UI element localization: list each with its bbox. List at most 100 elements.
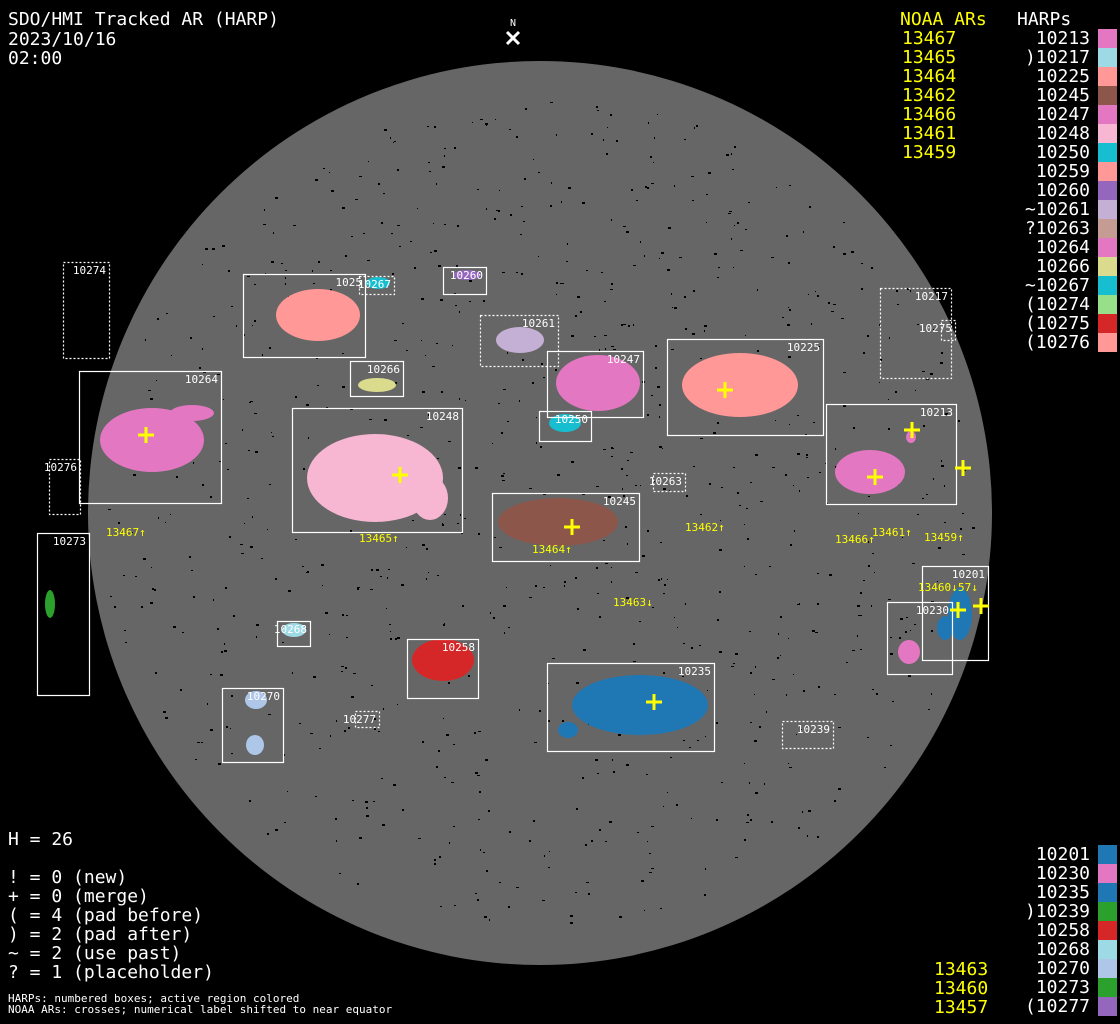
harp-box[interactable] [940,319,957,342]
speck [437,458,439,459]
harp-box[interactable] [921,565,990,662]
harp-box[interactable] [538,410,593,443]
speck [367,260,370,261]
speck [655,367,657,369]
speck [960,528,962,530]
speck [554,548,555,549]
harp-box[interactable] [781,720,835,750]
harp-box[interactable] [62,261,111,360]
speck [608,496,611,498]
harp-box[interactable] [886,601,954,676]
harp-color-swatch [1098,67,1117,86]
speck [938,547,941,549]
harp-box[interactable] [48,458,82,516]
speck [535,585,537,587]
speck [817,603,819,605]
speck [644,910,645,911]
speck [525,108,527,110]
speck [330,735,331,737]
harp-box[interactable] [78,370,223,505]
harp-box-label: 10250 [555,413,588,426]
speck [626,475,628,476]
speck [868,541,869,543]
speck [794,530,795,532]
speck [508,906,510,908]
speck [131,532,133,533]
speck [319,748,321,749]
harp-box[interactable] [36,532,91,697]
speck [636,200,638,201]
active-region-patch [412,639,474,681]
harp-box[interactable] [442,266,488,296]
speck [649,853,651,854]
harp-box[interactable] [358,275,396,296]
noaa-cross-icon [955,460,971,476]
speck [207,703,208,705]
speck [571,461,574,463]
speck [611,581,612,583]
speck [217,374,220,375]
noaa-cross-icon [950,602,966,618]
speck [432,366,435,367]
legend-row: (10274 [1025,295,1117,314]
speck [141,606,143,608]
speck [871,605,872,607]
speck [381,222,383,224]
harp-box[interactable] [652,472,687,493]
harp-box[interactable] [879,287,953,380]
speck [173,626,176,628]
harp-color-swatch [1098,921,1117,940]
speck [342,207,345,209]
harp-box[interactable] [546,662,716,753]
speck [908,675,911,677]
harp-box[interactable] [276,620,312,648]
speck [633,661,636,662]
speck [342,614,344,616]
harp-number: (10274 [1024,294,1090,315]
harp-box[interactable] [479,314,560,368]
speck [509,831,511,833]
speck [789,185,791,186]
speck [728,213,731,214]
speck [888,399,889,400]
harp-box[interactable] [221,687,285,764]
harp-box-label: 10270 [247,690,280,703]
speck [248,450,250,451]
speck [523,221,525,222]
speck [958,420,960,422]
harp-box[interactable] [825,403,958,506]
speck [479,791,481,793]
harp-box[interactable] [546,350,645,419]
speck [538,172,540,173]
speck [786,694,787,696]
speck [788,356,791,358]
harp-number: (10277 [1024,996,1090,1017]
speck [213,599,214,601]
speck [428,572,429,573]
speck [764,783,765,785]
harp-box[interactable] [242,273,367,359]
speck [369,537,371,538]
speck [254,413,257,414]
harp-box[interactable] [291,407,464,534]
speck [605,841,607,842]
harp-box[interactable] [406,638,480,700]
harp-box[interactable] [666,338,825,437]
speck [674,307,677,309]
harp-color-swatch [1098,295,1117,314]
legend-row: 13465 [902,48,956,67]
harp-box[interactable] [491,492,641,563]
harp-number: (10276 [1024,332,1090,353]
speck [376,569,379,571]
speck [229,536,231,538]
speck [397,704,398,705]
speck [907,288,909,290]
speck [902,537,903,538]
speck [889,337,890,339]
speck [644,255,645,257]
speck [489,919,490,921]
harp-box[interactable] [349,360,405,398]
harp-box[interactable] [354,710,381,729]
